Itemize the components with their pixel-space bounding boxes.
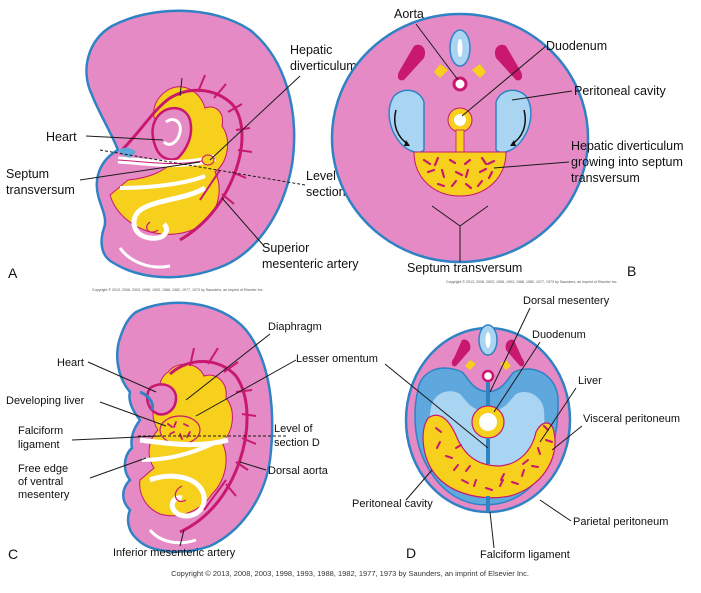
label-duodenum-d: Duodenum — [532, 329, 586, 341]
label-sma-2: mesenteric artery — [262, 257, 359, 271]
label-septum-1: Septum — [6, 167, 49, 181]
label-hepatic-diverticulum-1: Hepatic — [290, 43, 332, 57]
label-dorsal-aorta: Dorsal aorta — [268, 465, 329, 477]
panel-b-drawing — [330, 12, 590, 264]
panel-d-labels: Dorsal mesentery Duodenum Liver Visceral… — [352, 295, 680, 561]
label-heart-c: Heart — [57, 357, 84, 369]
label-hd-2: growing into septum — [571, 155, 683, 169]
label-heart-a: Heart — [46, 130, 77, 144]
label-falciform-1: Falciform — [18, 425, 63, 437]
panel-letter-a: A — [8, 265, 18, 281]
label-developing-liver: Developing liver — [6, 395, 85, 407]
label-septum-b: Septum transversum — [407, 261, 522, 275]
label-duodenum-b: Duodenum — [546, 39, 607, 53]
copyright-a: Copyright © 2013, 2008, 2003, 1998, 1993… — [92, 288, 263, 292]
panel-c-drawing — [116, 301, 274, 553]
panel-letter-c: C — [8, 546, 18, 562]
label-visceral-peritoneum: Visceral peritoneum — [583, 413, 680, 425]
panel-a-drawing — [85, 9, 296, 279]
label-peritoneal-d: Peritoneal cavity — [352, 498, 433, 510]
panel-d-drawing — [404, 324, 572, 514]
footer-copyright: Copyright © 2013, 2008, 2003, 1998, 1993… — [171, 569, 529, 578]
label-aorta: Aorta — [394, 7, 424, 21]
label-level-d-2: section D — [274, 437, 320, 449]
label-parietal-peritoneum: Parietal peritoneum — [573, 516, 668, 528]
panel-letter-b: B — [627, 263, 636, 279]
label-falciform-ligament: Falciform ligament — [480, 549, 570, 561]
panel-c-labels: Diaphragm Lesser omentum Heart Developin… — [6, 321, 378, 562]
label-free-edge-1: Free edge — [18, 463, 68, 475]
label-septum-2: transversum — [6, 183, 75, 197]
copyright-b: Copyright © 2013, 2008, 2003, 1998, 1993… — [446, 280, 617, 284]
panel-b-labels: Aorta Duodenum Peritoneal cavity Hepatic… — [394, 7, 684, 284]
label-peritoneal-b: Peritoneal cavity — [574, 84, 666, 98]
label-falciform-2: ligament — [18, 439, 60, 451]
label-diaphragm: Diaphragm — [268, 321, 322, 333]
label-free-edge-2: of ventral — [18, 476, 63, 488]
label-liver: Liver — [578, 375, 602, 387]
label-hd-1: Hepatic diverticulum — [571, 139, 684, 153]
label-dorsal-mesentery: Dorsal mesentery — [523, 295, 610, 307]
label-free-edge-3: mesentery — [18, 489, 70, 501]
label-inferior-mesenteric-artery: Inferior mesenteric artery — [113, 547, 236, 559]
label-lesser-omentum: Lesser omentum — [296, 353, 378, 365]
label-sma-1: Superior — [262, 241, 309, 255]
label-level-d-1: Level of — [274, 423, 313, 435]
label-hepatic-diverticulum-2: diverticulum — [290, 59, 357, 73]
label-hd-3: transversum — [571, 171, 640, 185]
panel-letter-d: D — [406, 545, 416, 561]
